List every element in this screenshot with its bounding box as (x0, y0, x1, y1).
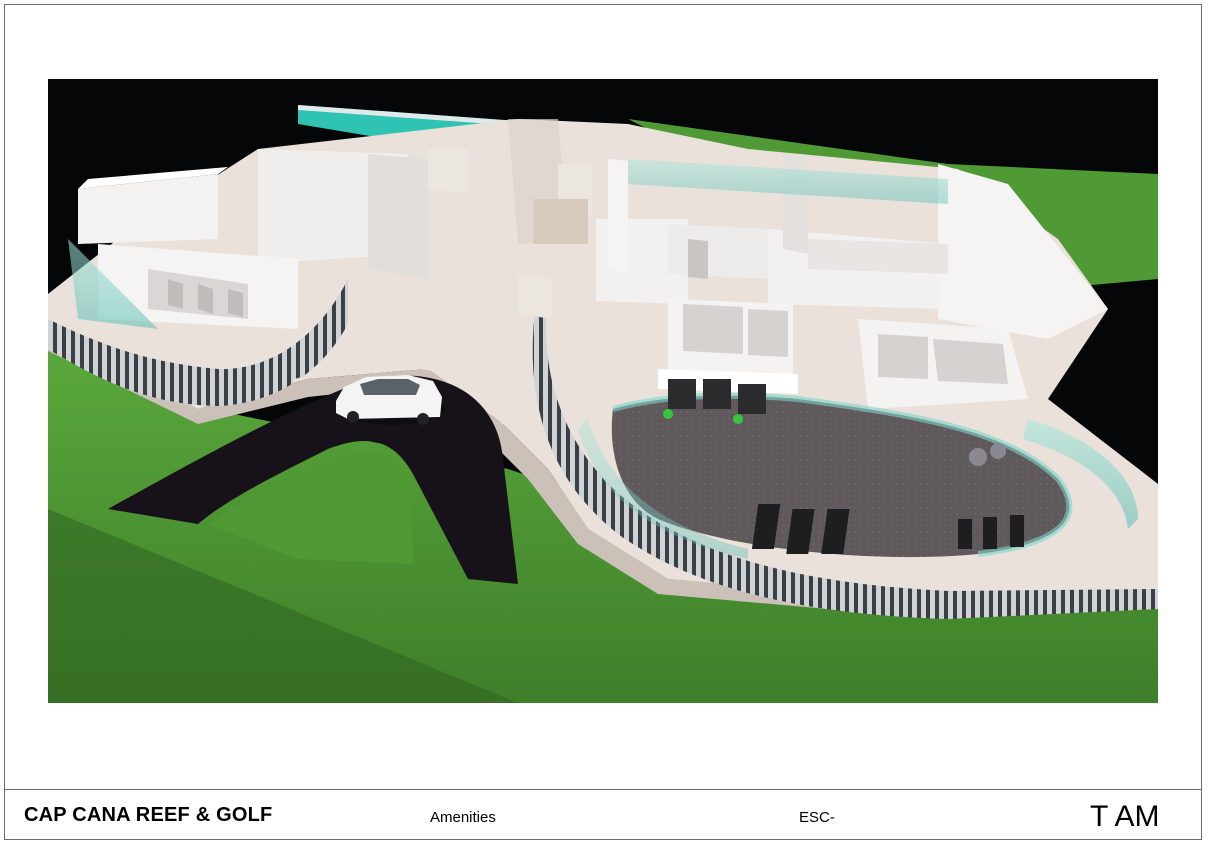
title-block: CAP CANA REEF & GOLF Amenities ESC- T AM (4, 789, 1202, 840)
gym-equipment (663, 379, 1024, 554)
author-initials: T AM (1090, 800, 1160, 833)
left-rooms (68, 149, 428, 329)
render-illustration (48, 105, 1158, 703)
right-rooms (596, 154, 1108, 339)
glass-railings (578, 159, 1138, 559)
curved-facade-left (48, 279, 348, 406)
central-lobby (428, 119, 593, 319)
sheet-name: Amenities (430, 809, 496, 826)
project-name: CAP CANA REEF & GOLF (24, 804, 273, 826)
amenities-render-image (48, 79, 1158, 703)
sheet-code: ESC- (799, 809, 835, 826)
driveway (108, 364, 518, 584)
car (336, 375, 445, 425)
